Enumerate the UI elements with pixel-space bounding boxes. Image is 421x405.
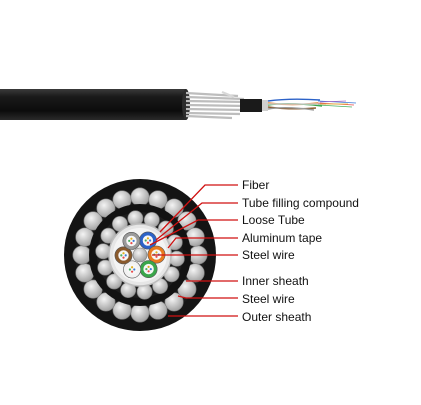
steel-wire <box>72 245 92 265</box>
leader-line <box>149 219 238 246</box>
fiber <box>147 265 150 268</box>
leader-line <box>167 237 238 249</box>
fiber <box>122 256 125 259</box>
fiber <box>130 237 133 240</box>
fiber <box>130 270 134 273</box>
fiber <box>133 268 136 271</box>
tube-filling-compound <box>126 235 137 247</box>
label-aluminum-tape: Aluminum tape <box>242 231 323 245</box>
label-tube-filling-compound: Tube filling compound <box>242 196 359 210</box>
tube-filling-compound <box>142 235 154 246</box>
outer-jacket <box>0 89 186 120</box>
loose-tube-strands <box>267 98 326 111</box>
label-fiber: Fiber <box>242 178 270 192</box>
tube-filling-compound <box>143 263 154 275</box>
fiber <box>149 267 152 271</box>
inner-sheath-segment <box>240 99 262 112</box>
steel-wire-strands <box>185 90 247 120</box>
leader-lines <box>149 184 238 317</box>
leader-line <box>155 202 238 241</box>
steel-wire <box>130 187 150 207</box>
tube-filling-compound <box>118 250 129 261</box>
leader-line <box>159 184 238 233</box>
fiber <box>122 252 125 255</box>
fiber <box>155 255 158 258</box>
fiber <box>144 239 147 242</box>
label-inner-sheath: Inner sheath <box>242 274 309 288</box>
fiber <box>130 266 134 269</box>
fiber <box>124 254 127 257</box>
fiber <box>132 239 135 243</box>
fiber <box>155 251 158 254</box>
fiber <box>130 242 133 245</box>
fiber <box>120 254 123 257</box>
fiber <box>149 239 152 242</box>
tube-filling-compound <box>126 264 138 275</box>
fiber <box>147 270 150 273</box>
fiber <box>128 268 131 271</box>
fiber <box>146 241 150 244</box>
label-steel-wire-inner: Steel wire <box>242 248 295 262</box>
fiber <box>128 239 131 243</box>
aluminum-tape-segment <box>262 100 268 111</box>
label-outer-sheath: Outer sheath <box>242 310 312 324</box>
fiber-strands <box>317 100 357 108</box>
steel-wire <box>130 303 150 323</box>
fiber <box>146 237 150 240</box>
label-steel-wire-outer: Steel wire <box>242 292 295 306</box>
leader-line <box>177 295 238 299</box>
fiber <box>145 267 148 271</box>
central-strength-member <box>132 247 148 263</box>
label-loose-tube: Loose Tube <box>242 213 305 227</box>
cable-side-view <box>0 89 357 120</box>
cable-cross-section <box>64 179 216 331</box>
